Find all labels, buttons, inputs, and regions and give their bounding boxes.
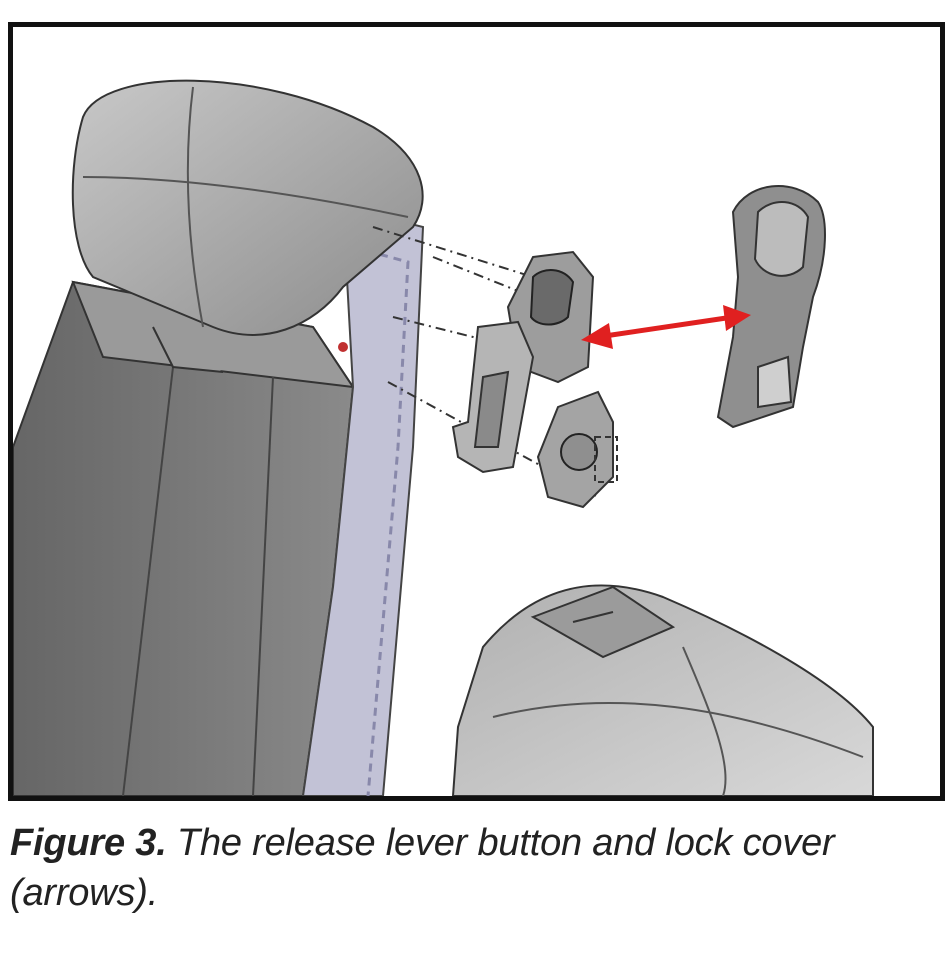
figure-image [8,22,945,801]
headrest-illustration [71,79,424,373]
figure-label: Figure 3. [10,822,167,864]
lock-cover-illustration [716,185,826,429]
seat-bench-illustration [451,584,874,796]
release-lever-button-illustration [451,250,595,474]
lock-mechanism-illustration [536,390,618,509]
figure-caption: Figure 3. The release lever button and l… [10,818,940,918]
seatback-illustration [13,205,425,796]
caption-text: The release lever button and lock cover … [10,822,835,914]
red-double-arrow-icon [581,305,751,349]
